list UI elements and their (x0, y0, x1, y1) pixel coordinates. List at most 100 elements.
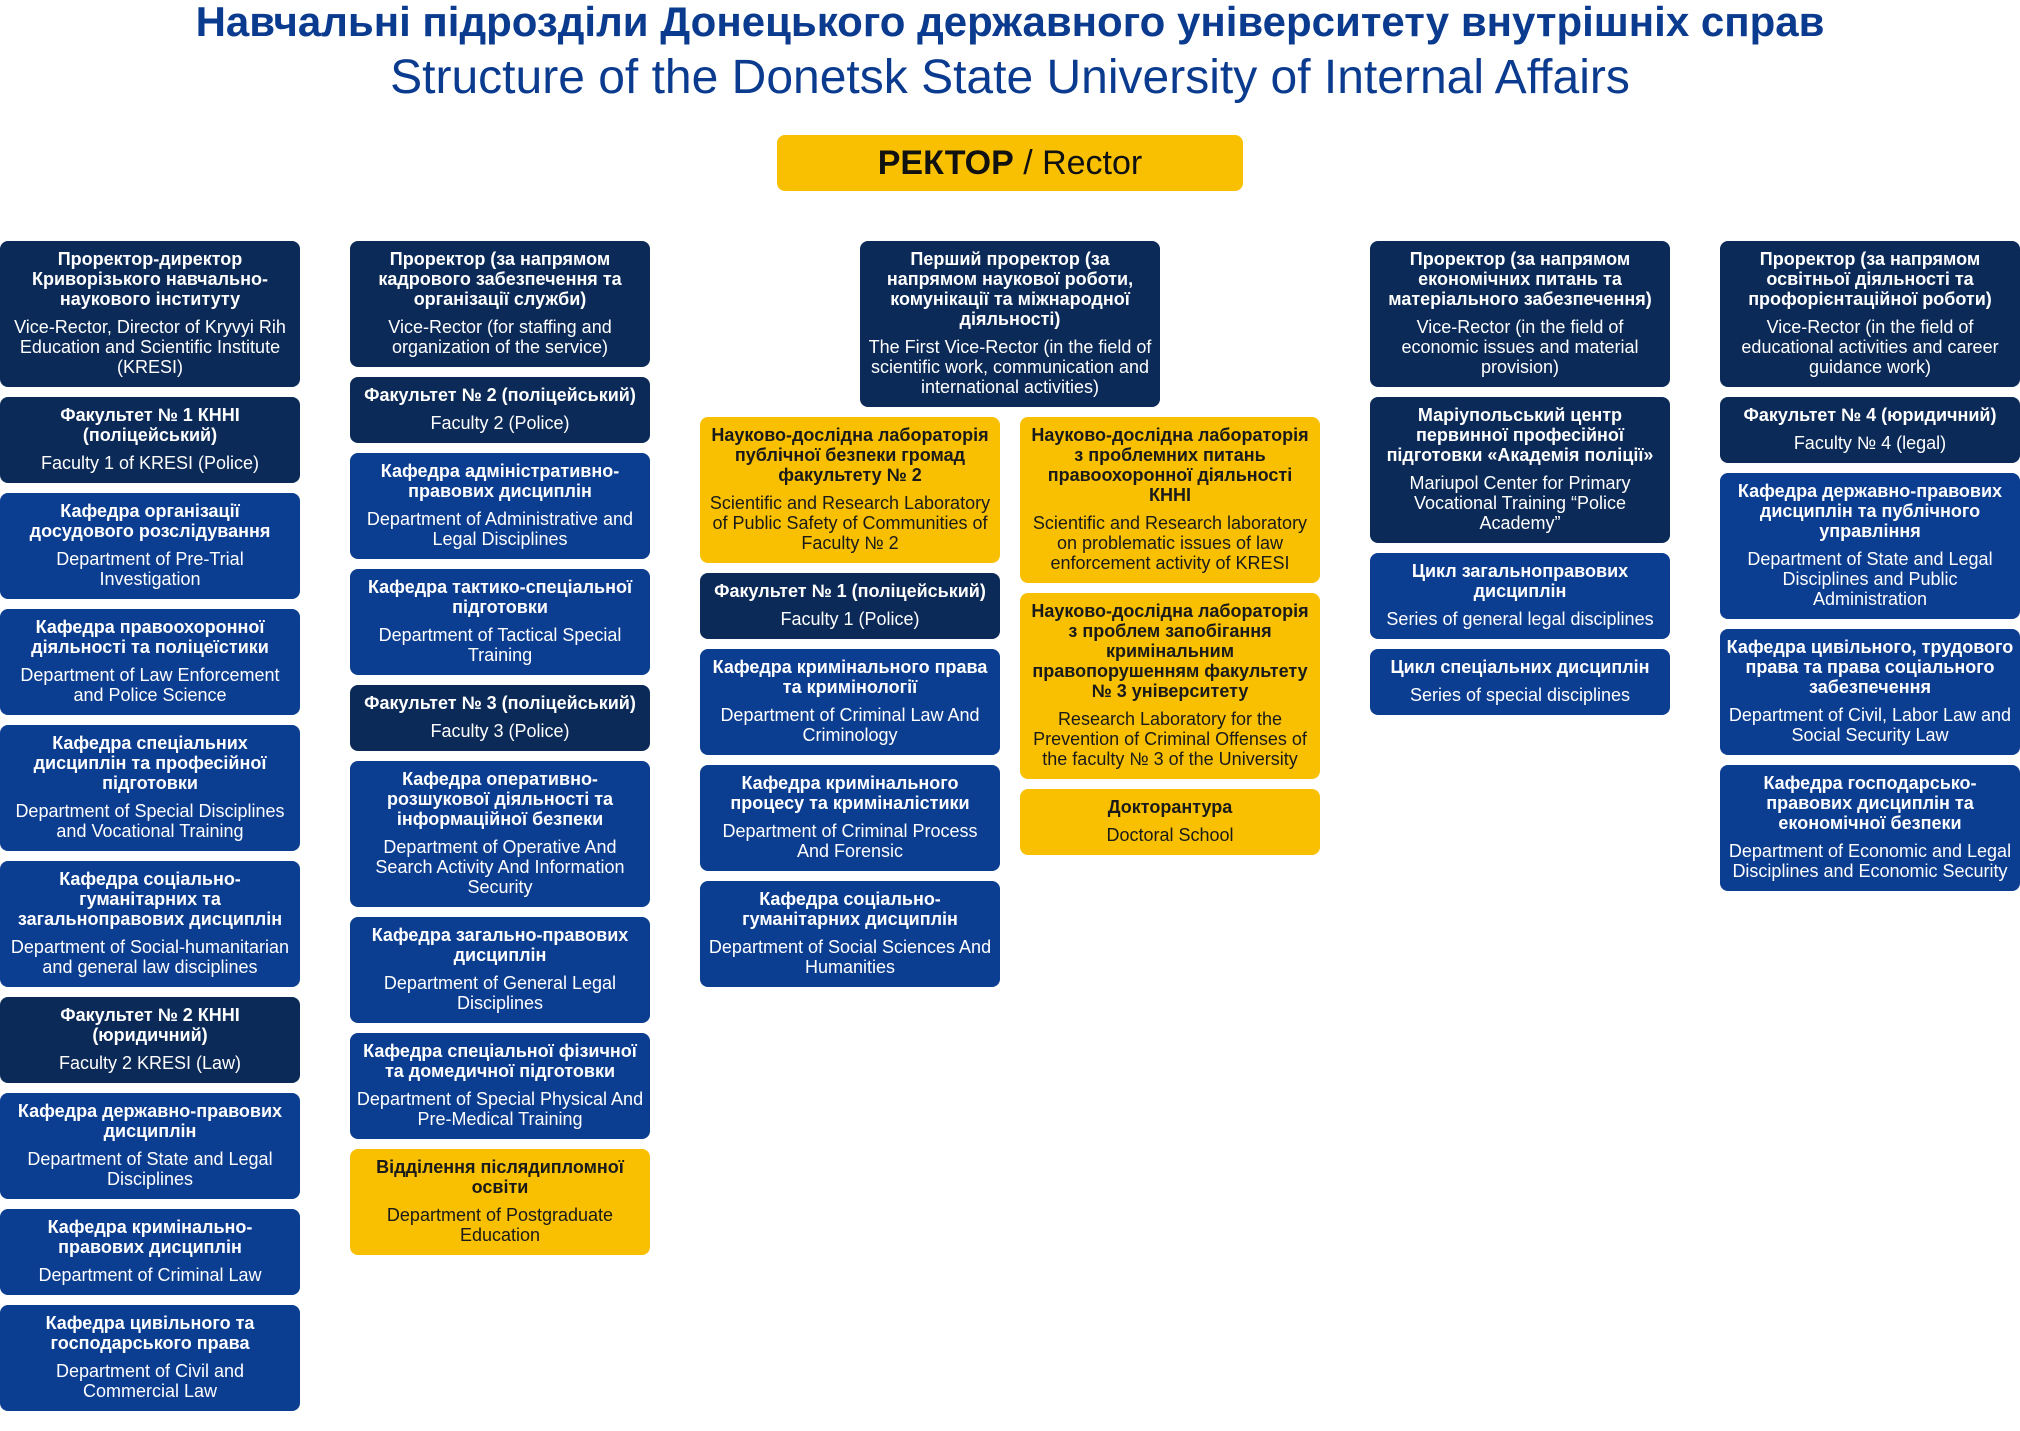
unit-name-en: Department of Operative And Search Activ… (375, 837, 625, 897)
unit-name-en: Department of Social Sciences And Humani… (708, 937, 992, 977)
rector-label-ua: РЕКТОР (877, 143, 1014, 182)
unit-name-en: Faculty 1 of KRESI (Police) (40, 453, 260, 473)
unit-name-ua: Кафедра державно-правових дисциплін та п… (1737, 481, 2003, 541)
unit-name-ua: Науково-дослідна лабораторія публічної б… (711, 425, 989, 485)
unit-name-ua: Цикл спеціальних дисциплін (1390, 657, 1650, 677)
unit-name-ua: Кафедра адміністративно-правових дисципл… (380, 461, 620, 501)
column-kresi: Проректор-директор Криворізького навчаль… (0, 241, 300, 1411)
org-unit-box: Проректор-директор Криворізького навчаль… (0, 241, 300, 387)
org-unit-box: Перший проректор (за напрямом наукової р… (860, 241, 1160, 407)
org-unit-box: Кафедра державно-правових дисциплін та п… (1720, 473, 2020, 619)
unit-name-en: Department of Postgraduate Education (386, 1205, 614, 1245)
org-unit-box: Факультет № 2 КННІ (юридичний) Faculty 2 … (0, 997, 300, 1083)
org-unit-box: Маріупольський центр первинної професійн… (1370, 397, 1670, 543)
org-unit-box: Кафедра соціально-гуманітарних та загаль… (0, 861, 300, 987)
unit-name-ua: Науково-дослідна лабораторія з проблемни… (1031, 425, 1309, 505)
unit-name-ua: Докторантура (1107, 797, 1233, 817)
unit-name-en: Department of General Legal Disciplines (383, 973, 617, 1013)
unit-name-ua: Кафедра спеціальної фізичної та домедичн… (363, 1041, 637, 1081)
unit-name-ua: Факультет № 1 КННІ (поліцейський) (60, 405, 240, 445)
unit-name-ua: Факультет № 2 (поліцейський) (364, 385, 636, 405)
unit-name-en: Scientific and Research Laboratory of Pu… (709, 493, 991, 553)
unit-name-en: Vice-Rector (in the field of economic is… (1401, 317, 1639, 377)
page-subtitle: Structure of the Donetsk State Universit… (390, 51, 1630, 104)
org-unit-box: Проректор (за напрямом економічних питан… (1370, 241, 1670, 387)
column-educational: Проректор (за напрямом освітньої діяльно… (1720, 241, 2020, 891)
unit-name-ua: Кафедра правоохоронної діяльності та пол… (31, 617, 269, 657)
rector-box: РЕКТОР / Rector (777, 135, 1243, 191)
unit-name-ua: Кафедра кримінально-правових дисциплін (47, 1217, 253, 1257)
org-unit-box: Кафедра кримінального права та криміноло… (700, 649, 1000, 755)
org-unit-box: Кафедра оперативно-розшукової діяльності… (350, 761, 650, 907)
org-unit-box: Науково-дослідна лабораторія публічної б… (700, 417, 1000, 563)
unit-name-en: Department of Criminal Law (38, 1265, 262, 1285)
org-unit-box: Проректор (за напрямом кадрового забезпе… (350, 241, 650, 367)
unit-name-en: Department of Special Disciplines and Vo… (15, 801, 285, 841)
unit-name-ua: Кафедра соціально-гуманітарних дисциплін (742, 889, 958, 929)
org-unit-box: Кафедра цивільного, трудового права та п… (1720, 629, 2020, 755)
unit-name-en: Department of State and Legal Discipline… (27, 1149, 273, 1189)
unit-name-ua: Кафедра державно-правових дисциплін (17, 1101, 283, 1141)
unit-name-ua: Факультет № 1 (поліцейський) (714, 581, 986, 601)
org-unit-box: Науково-дослідна лабораторія з проблемни… (1020, 417, 1320, 583)
unit-name-ua: Факультет № 3 (поліцейський) (364, 693, 636, 713)
unit-name-ua: Кафедра організації досудового розслідув… (29, 501, 271, 541)
unit-name-ua: Проректор-директор Криворізького навчаль… (32, 249, 268, 309)
rector-separator: / (1013, 143, 1043, 182)
unit-name-en: Faculty 1 (Police) (780, 609, 920, 629)
unit-name-ua: Перший проректор (за напрямом наукової р… (886, 249, 1134, 329)
column-staffing: Проректор (за напрямом кадрового забезпе… (350, 241, 650, 1255)
unit-name-ua: Кафедра оперативно-розшукової діяльності… (386, 769, 614, 829)
unit-name-en: Scientific and Research laboratory on pr… (1032, 513, 1308, 573)
org-unit-box: Кафедра господарсько-правових дисциплін … (1720, 765, 2020, 891)
org-unit-box: Кафедра адміністративно-правових дисципл… (350, 453, 650, 559)
unit-name-ua: Кафедра цивільного, трудового права та п… (1726, 637, 2014, 697)
unit-name-en: Department of Special Physical And Pre-M… (356, 1089, 644, 1129)
org-unit-box: Кафедра організації досудового розслідув… (0, 493, 300, 599)
org-unit-box: Факультет № 4 (юридичний) Faculty № 4 (le… (1720, 397, 2020, 463)
unit-name-ua: Кафедра кримінального права та криміноло… (712, 657, 988, 697)
page-title: Навчальні підрозділи Донецького державно… (195, 0, 1825, 45)
org-unit-box: Кафедра спеціальної фізичної та домедичн… (350, 1033, 650, 1139)
unit-name-ua: Кафедра спеціальних дисциплін та професі… (33, 733, 267, 793)
unit-name-en: Department of Administrative and Legal D… (366, 509, 634, 549)
unit-name-en: Department of Criminal Process And Foren… (722, 821, 978, 861)
column-research-b: Науково-дослідна лабораторія з проблемни… (1020, 417, 1320, 987)
unit-name-en: Series of special disciplines (1409, 685, 1631, 705)
unit-name-en: Doctoral School (1106, 825, 1234, 845)
unit-name-en: Research Laboratory for the Prevention o… (1033, 709, 1307, 769)
unit-name-ua: Маріупольський центр первинної професійн… (1386, 405, 1654, 465)
unit-name-en: Department of Law Enforcement and Police… (20, 665, 280, 705)
org-unit-box: Кафедра соціально-гуманітарних дисциплін… (700, 881, 1000, 987)
unit-name-ua: Науково-дослідна лабораторія з проблем з… (1031, 601, 1309, 701)
unit-name-en: Mariupol Center for Primary Vocational T… (1409, 473, 1631, 533)
org-unit-box: Факультет № 1 (поліцейський) Faculty 1 (P… (700, 573, 1000, 639)
rector-label-en: Rector (1042, 143, 1143, 182)
org-unit-box: Кафедра правоохоронної діяльності та пол… (0, 609, 300, 715)
unit-name-ua: Кафедра кримінального процесу та криміна… (730, 773, 970, 813)
unit-name-ua: Факультет № 4 (юридичний) (1743, 405, 1997, 425)
org-unit-box: Проректор (за напрямом освітньої діяльно… (1720, 241, 2020, 387)
unit-name-ua: Проректор (за напрямом освітньої діяльно… (1748, 249, 1992, 309)
unit-name-en: Faculty 2 (Police) (430, 413, 570, 433)
unit-name-ua: Цикл загальноправових дисциплін (1411, 561, 1629, 601)
org-unit-box: Факультет № 2 (поліцейський) Faculty 2 (P… (350, 377, 650, 443)
unit-name-en: Vice-Rector, Director of Kryvyi Rih Educ… (14, 317, 286, 377)
org-unit-box: Факультет № 1 КННІ (поліцейський) Faculty… (0, 397, 300, 483)
unit-name-ua: Кафедра соціально-гуманітарних та загаль… (17, 869, 283, 929)
unit-name-en: Faculty № 4 (legal) (1793, 433, 1947, 453)
unit-name-ua: Кафедра загально-правових дисциплін (371, 925, 629, 965)
unit-name-ua: Проректор (за напрямом кадрового забезпе… (378, 249, 622, 309)
org-unit-box: Кафедра цивільного та господарського пра… (0, 1305, 300, 1411)
unit-name-en: Department of Civil and Commercial Law (55, 1361, 245, 1401)
unit-name-ua: Факультет № 2 КННІ (юридичний) (60, 1005, 240, 1045)
unit-name-en: Department of Criminal Law And Criminolo… (720, 705, 980, 745)
unit-name-en: Faculty 2 KRESI (Law) (58, 1053, 242, 1073)
unit-name-en: Series of general legal disciplines (1386, 609, 1654, 629)
unit-name-ua: Кафедра тактико-спеціальної підготовки (367, 577, 633, 617)
